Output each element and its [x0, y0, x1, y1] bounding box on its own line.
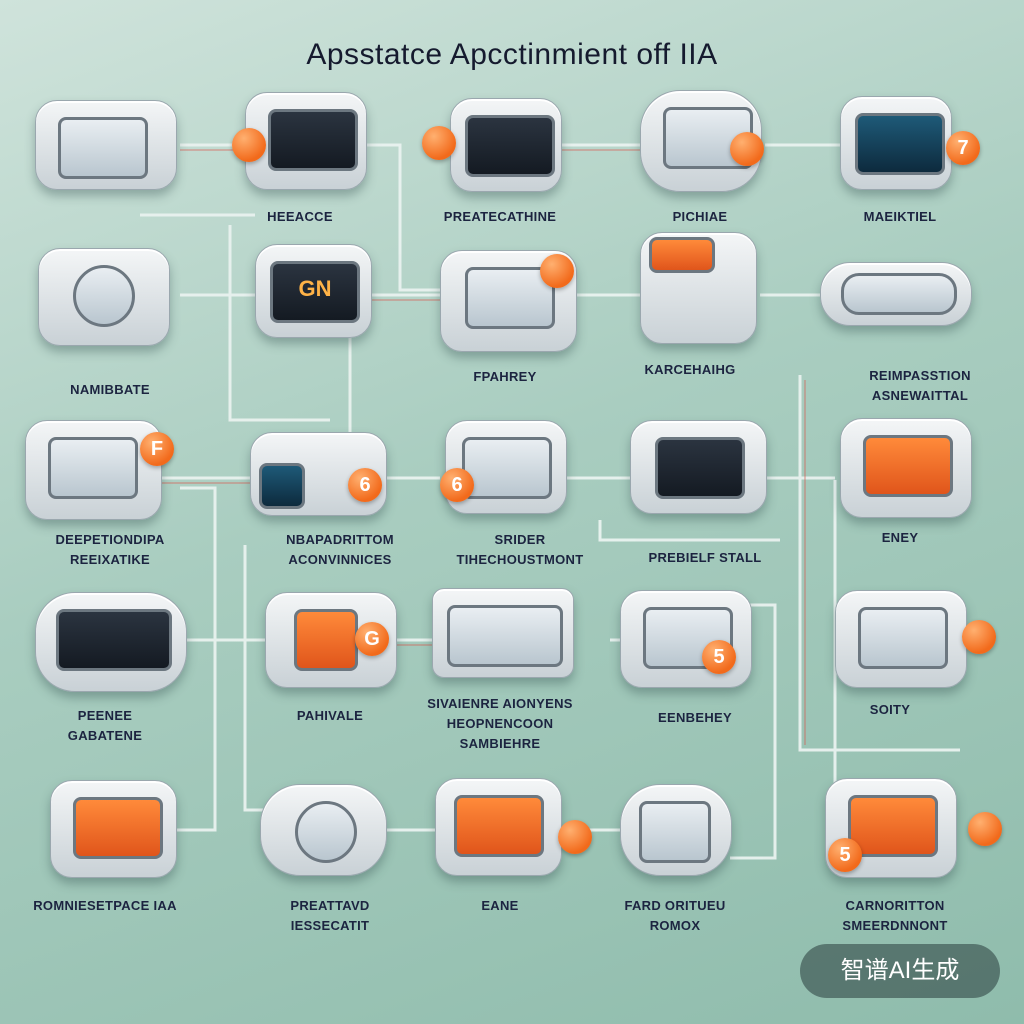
node-3[interactable] — [450, 98, 562, 192]
node-16-label: PEENEE GABATENE — [67, 708, 143, 743]
node-22[interactable] — [260, 784, 387, 876]
node-3-label: PREATECATHINE — [443, 209, 557, 224]
node-2-badge — [232, 128, 266, 162]
node-11-badge: F — [140, 432, 174, 466]
display-icon — [855, 113, 945, 175]
van-icon — [841, 273, 957, 315]
tablet-icon — [259, 463, 305, 509]
node-19-badge: 5 — [702, 640, 736, 674]
node-3-badge — [422, 126, 456, 160]
node-21[interactable] — [50, 780, 177, 878]
control-panel-icon — [465, 115, 555, 177]
node-15[interactable] — [840, 418, 972, 518]
node-14[interactable] — [630, 420, 767, 514]
node-2[interactable] — [245, 92, 367, 190]
dashboard-icon — [56, 609, 172, 671]
rollers-icon — [858, 607, 948, 669]
node-9[interactable] — [640, 232, 757, 344]
node-19-label: EENBEHEY — [658, 710, 732, 725]
node-10[interactable] — [820, 262, 972, 326]
node-20-label: SOITY — [869, 702, 911, 717]
node-15-label: ENEY — [881, 530, 919, 545]
node-4-label: PICHIAE — [672, 209, 728, 224]
machine-icon — [462, 437, 552, 499]
node-25-badge: 5 — [828, 838, 862, 872]
car-icon — [48, 437, 138, 499]
node-10-label: REIMPASSTION ASNEWAITTAL — [869, 368, 971, 403]
node-13-label: SRIDER TIHECHOUSTMONT — [456, 532, 584, 567]
node-25-label: CARNORITTON SMEERDNNONT — [842, 898, 948, 933]
banner-icon — [649, 237, 715, 273]
node-13-badge: 6 — [440, 468, 474, 502]
node-2-label: HEEACCE — [267, 209, 333, 224]
node-4-badge — [730, 132, 764, 166]
node-14-label: PREBIELF STALL — [648, 550, 762, 565]
wire — [598, 520, 780, 542]
wire — [798, 375, 960, 752]
node-18-label: SIVAIENRE AIONYENS HEOPNENCOON SAMBIEHRE — [427, 696, 573, 751]
monitor-icon — [58, 117, 148, 179]
node-11-label: DEEPETIONDIPA REEIXATIKE — [55, 532, 165, 567]
dial-icon — [295, 801, 357, 863]
device-icon — [848, 795, 938, 857]
node-5-label: MAEIKTIEL — [863, 209, 937, 224]
connector-icon — [294, 609, 358, 671]
node-20[interactable] — [835, 590, 967, 688]
diagram-title: Apsstatce Apcctinmient off IIA — [306, 38, 718, 71]
node-19[interactable] — [620, 590, 752, 688]
node-25-side-badge — [968, 812, 1002, 846]
module-icon — [639, 801, 711, 863]
node-23[interactable] — [435, 778, 562, 876]
node-13[interactable] — [445, 420, 567, 514]
node-22-label: PREATTAVD IESSECATIT — [290, 898, 370, 933]
speaker-icon — [73, 265, 135, 327]
node-24[interactable] — [620, 784, 732, 876]
node-6[interactable] — [38, 248, 170, 346]
node-17-badge: G — [355, 622, 389, 656]
node-1[interactable] — [35, 100, 177, 190]
node-24-label: FARD ORITUEU ROMOX — [624, 898, 726, 933]
node-12-label: NBAPADRITTOM ACONVINNICES — [286, 532, 394, 567]
node-7[interactable]: GN — [255, 244, 372, 338]
node-6-label: NAMIBBATE — [70, 382, 150, 397]
orange-screen-icon — [863, 435, 953, 497]
cart-icon — [465, 267, 555, 329]
node-5[interactable] — [840, 96, 952, 190]
calendar-icon — [73, 797, 163, 859]
wire — [228, 225, 330, 422]
terminal-icon — [268, 109, 358, 171]
panel-screen-icon — [655, 437, 745, 499]
node-16[interactable] — [35, 592, 187, 692]
watermark: 智谱AI生成 — [800, 944, 1000, 998]
node-5-badge: 7 — [946, 131, 980, 165]
wire — [365, 143, 440, 292]
schematic-icon — [447, 605, 563, 667]
arrow-icon — [454, 795, 544, 857]
node-23-label: EANE — [481, 898, 519, 913]
wire — [730, 603, 777, 860]
node-8-badge — [540, 254, 574, 288]
node-17-label: PAHIVALE — [296, 708, 364, 723]
node-23-badge — [558, 820, 592, 854]
node-9-label: KARCEHAIHG — [644, 362, 736, 377]
node-21-label: ROMNIESETPACE IAA — [33, 898, 177, 913]
node-12-badge: 6 — [348, 468, 382, 502]
wire — [170, 486, 217, 832]
gn-screen-icon: GN — [270, 261, 360, 323]
node-20-badge — [962, 620, 996, 654]
node-11[interactable] — [25, 420, 162, 520]
node-8-label: FPAHREY — [473, 369, 537, 384]
node-18[interactable] — [432, 588, 574, 678]
